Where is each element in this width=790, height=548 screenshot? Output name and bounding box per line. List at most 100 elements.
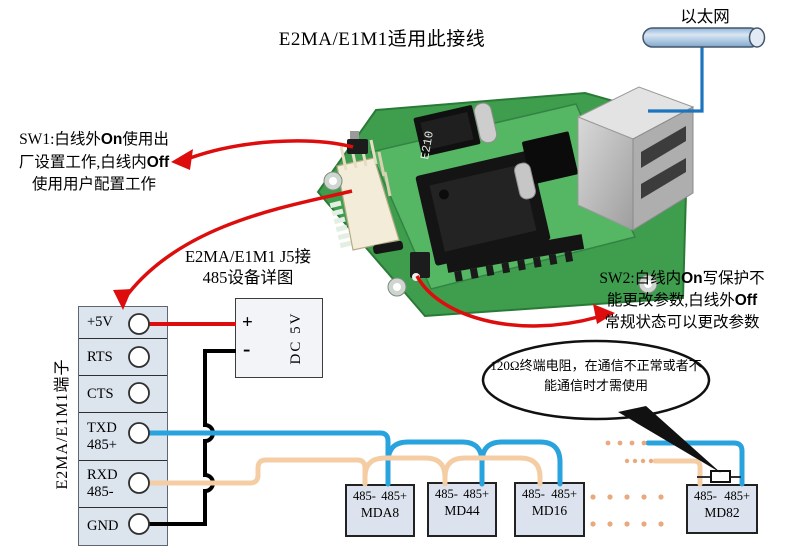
terminal-label: RTS <box>87 348 113 365</box>
terminal-row-rts: RTS <box>79 339 167 376</box>
terminal-sublabel: 485+ <box>87 436 117 453</box>
sw2-switch <box>410 252 430 281</box>
text-segment: Off <box>146 153 170 171</box>
pcb-mounting-holes <box>323 171 658 297</box>
device-md44: 485-485+ MD44 <box>427 482 497 537</box>
sw2-note: SW2:白线内On写保护不 能更改参数,白线外Off 常规状态可以更改参数 <box>574 268 790 334</box>
device-mda8: 485- 485+ MDA8 <box>345 484 415 537</box>
ethernet-cylinder-end <box>748 27 766 48</box>
text-segment: Off <box>734 292 758 309</box>
j5-caption-line1: E2MA/E1M1 J5接 <box>184 247 312 266</box>
callout-line1: 120Ω终端电阻，在通信不正常或者不 <box>490 358 702 373</box>
callout-line2: 能通信时才需使用 <box>543 378 648 393</box>
wire-gnd-black <box>149 349 236 526</box>
device-pos-terminal: 485+ <box>551 487 577 501</box>
terminal-circle-txd <box>128 422 150 444</box>
terminal-row-cts: CTS <box>79 376 167 413</box>
terminal-sublabel: 485- <box>87 484 114 500</box>
text-segment: 厂设置工作,白线内 <box>18 153 147 171</box>
terminal-circle-5v <box>128 313 150 335</box>
terminal-label: TXD <box>87 419 117 436</box>
annotation-arrows <box>126 139 599 328</box>
terminal-screw-circles <box>128 313 150 535</box>
wire-485-negative <box>146 455 703 487</box>
sw1-note: SW1:白线外On使用出 厂设置工作,白线内Off 使用用户配置工作 <box>2 129 186 197</box>
pcb-board: E210 <box>316 86 695 318</box>
pcb-transformer <box>522 131 578 185</box>
rj45-jack <box>576 86 695 231</box>
terminal-circle-cts <box>128 382 150 404</box>
terminal-circle-gnd <box>128 513 150 535</box>
device-neg-terminal: 485- <box>694 489 717 503</box>
pcb-small-chip <box>413 105 481 157</box>
terminal-label: GND <box>87 517 119 534</box>
sw1-note-line3: 使用用户配置工作 <box>31 176 156 193</box>
wire-blue-arch-1 <box>385 439 485 487</box>
terminal-circle-rts <box>128 346 150 368</box>
terminal-label: +5V <box>87 314 113 330</box>
j5-arrowhead <box>113 289 132 310</box>
wire-peach-arch-1 <box>362 455 448 487</box>
wire-485-positive <box>146 430 745 487</box>
dc-supply-box: + - <box>235 298 323 378</box>
wire-blue-arch-2 <box>479 439 563 487</box>
device-pos-terminal: 485+ <box>724 489 750 503</box>
wire-rxd-run <box>146 457 368 487</box>
device-pos-terminal: 485+ <box>463 487 489 501</box>
sw2-note-line2: 能更改参数,白线外Off <box>574 290 790 312</box>
j5-caption-line2: 485设备详图 <box>202 268 294 287</box>
pcb-pad-strip <box>329 200 352 249</box>
device-name: MD82 <box>704 505 740 520</box>
pcb-oscillator <box>514 162 536 200</box>
terminal-label: CTS <box>87 385 114 402</box>
continuation-dots <box>590 440 664 527</box>
device-name: MD44 <box>444 503 480 518</box>
terminal-block-vertical-label: E2MA/E1M1端子 <box>54 358 71 490</box>
device-md82: 485- 485+ MD82 <box>686 484 758 534</box>
ethernet-segment <box>642 27 766 113</box>
ethernet-label: 以太网 <box>680 7 730 26</box>
sw2-arrowhead <box>593 304 615 324</box>
wire-blue-md82 <box>645 440 745 487</box>
device-name: MDA8 <box>360 505 400 520</box>
j5-caption: E2MA/E1M1 J5接 485设备详图 <box>170 246 326 288</box>
pcb-pin-header <box>445 234 585 282</box>
sw2-arrow <box>415 275 599 328</box>
j5-arrow <box>126 189 353 296</box>
terminal-row-5v: +5V <box>79 307 167 339</box>
text-segment: On <box>681 270 703 287</box>
text-segment: SW2:白线内 <box>599 270 682 287</box>
resistor-body <box>710 470 731 483</box>
text-segment: 写保护不 <box>702 270 765 287</box>
dc-minus-terminal: - <box>243 336 251 361</box>
text-segment: SW1:白线外 <box>19 131 101 148</box>
callout-balloon <box>481 339 711 421</box>
terminal-label: RXD <box>87 467 118 483</box>
terminal-row-gnd: GND <box>79 508 167 544</box>
sw1-switch <box>347 131 368 154</box>
device-neg-terminal: 485- <box>353 489 376 503</box>
text-segment: On <box>100 131 123 148</box>
wire-peach-arch-2 <box>442 455 543 487</box>
dc-plus-terminal: + <box>242 312 253 333</box>
sw2-note-line3: 常规状态可以更改参数 <box>604 314 760 331</box>
diagram-title: E2MA/E1M1适用此接线 <box>278 29 486 50</box>
text-segment: 能更改参数,白线外 <box>606 292 735 309</box>
device-pos-terminal: 485+ <box>381 489 407 503</box>
ethernet-line <box>648 47 704 113</box>
sw2-note-line1: SW2:白线内On写保护不 <box>574 268 790 290</box>
termination-resistor <box>697 470 741 483</box>
text-segment: 使用出 <box>122 131 169 148</box>
terminal-circle-rxd <box>128 472 150 494</box>
resistor-callout-text: 120Ω终端电阻，在通信不正常或者不 能通信时才需使用 <box>483 356 709 396</box>
device-name: MD16 <box>531 503 568 518</box>
ethernet-cylinder <box>642 27 761 48</box>
pcb-silkscreen-text: E210 <box>418 130 437 161</box>
sw1-arrow <box>189 139 354 160</box>
pcb-diode <box>373 240 404 255</box>
sw1-arrowhead <box>171 149 193 170</box>
